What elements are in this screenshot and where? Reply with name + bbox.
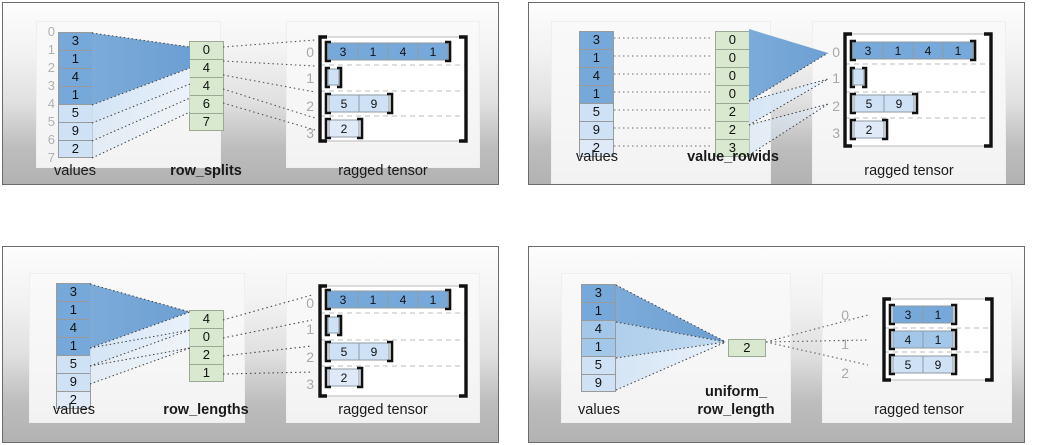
value-cell: 4 <box>579 67 614 85</box>
panel-row-splits: 0 1 2 3 4 5 6 7 3 1 4 1 5 9 2 0 4 4 6 7 <box>2 2 499 185</box>
value-cell: 1 <box>581 302 616 320</box>
row-index: 0 <box>841 307 849 323</box>
tensor-label-row-splits: ragged tensor <box>338 163 428 179</box>
row-index: 0 <box>306 44 314 60</box>
values-label-uniform-row-length: values <box>578 402 620 418</box>
partition-cell: 2 <box>715 103 750 121</box>
ragged-row-indices-uniform-row-length: 0 1 2 <box>835 308 849 394</box>
partition-label-uniform-row-length: uniform_ row_length <box>697 384 775 418</box>
values-stack-row-splits: 3 1 4 1 5 9 2 <box>58 32 93 158</box>
tensor-label-uniform-row-length: ragged tensor <box>874 402 964 418</box>
partition-cell: 0 <box>715 85 750 103</box>
row-index: 3 <box>306 125 314 141</box>
card-tensor-row-lengths <box>286 273 480 423</box>
tick-1: 1 <box>47 42 55 57</box>
value-cell: 3 <box>581 284 616 302</box>
value-cell: 3 <box>56 283 91 301</box>
row-index: 1 <box>306 321 314 337</box>
values-label-row-lengths: values <box>53 402 95 418</box>
value-cell: 1 <box>579 49 614 67</box>
value-cell: 2 <box>56 391 91 409</box>
partition-cell: 2 <box>715 121 750 139</box>
panel-uniform-row-length: 3 1 4 1 5 9 2 0 1 2 values uniform_ row_… <box>528 246 1025 443</box>
tick-0: 0 <box>47 24 55 39</box>
tick-6: 6 <box>47 132 55 147</box>
row-index: 1 <box>832 70 840 86</box>
tick-3: 3 <box>47 78 55 93</box>
value-cell: 1 <box>56 337 91 355</box>
card-tensor-uniform-row-length <box>822 273 1012 423</box>
values-label-value-rowids: values <box>576 149 618 165</box>
values-stack-row-lengths: 3 1 4 1 5 9 2 <box>56 283 91 409</box>
partition-label-value-rowids: value_rowids <box>687 149 779 165</box>
tensor-label-value-rowids: ragged tensor <box>864 163 954 179</box>
card-tensor-value-rowids <box>812 21 1006 184</box>
panel-row-lengths: 3 1 4 1 5 9 2 4 0 2 1 0 1 2 3 values row… <box>2 246 499 443</box>
partition-label-row-lengths: row_lengths <box>163 402 249 418</box>
row-index: 2 <box>306 349 314 365</box>
partition-cell: 2 <box>189 346 224 364</box>
partition-cell: 0 <box>715 49 750 67</box>
value-cell: 3 <box>58 32 93 50</box>
ragged-row-indices-row-splits: 0 1 2 3 <box>300 45 314 152</box>
value-cell: 5 <box>579 103 614 121</box>
tick-5: 5 <box>47 114 55 129</box>
partition-stack-row-splits: 0 4 4 6 7 <box>189 41 224 131</box>
partition-cell: 0 <box>715 67 750 85</box>
partition-cell: 4 <box>189 59 224 77</box>
values-stack-value-rowids: 3 1 4 1 5 9 2 <box>579 31 614 157</box>
row-index: 2 <box>306 98 314 114</box>
card-tensor-row-splits <box>286 21 480 168</box>
tensor-label-row-lengths: ragged tensor <box>338 402 428 418</box>
value-cell: 9 <box>58 122 93 140</box>
value-cell: 2 <box>579 139 614 157</box>
row-index: 0 <box>832 44 840 60</box>
value-cell: 3 <box>579 31 614 49</box>
panel-value-rowids: 3 1 4 1 5 9 2 0 0 0 0 2 2 3 0 1 2 3 valu… <box>528 2 1025 185</box>
partition-stack-uniform-row-length: 2 <box>728 339 766 357</box>
row-index: 3 <box>306 376 314 392</box>
value-cell: 9 <box>56 373 91 391</box>
ragged-row-indices-row-lengths: 0 1 2 3 <box>300 296 314 403</box>
row-index: 2 <box>841 365 849 381</box>
partition-cell: 7 <box>189 113 224 131</box>
partition-stack-value-rowids: 0 0 0 0 2 2 3 <box>715 31 750 157</box>
partition-cell: 1 <box>189 364 224 382</box>
partition-cell: 2 <box>728 339 766 357</box>
tick-7: 7 <box>47 150 55 165</box>
value-cell: 1 <box>579 85 614 103</box>
partition-cell: 0 <box>189 328 224 346</box>
value-cell: 1 <box>58 86 93 104</box>
row-index: 0 <box>306 295 314 311</box>
partition-cell: 6 <box>189 95 224 113</box>
value-cell: 4 <box>58 68 93 86</box>
row-index: 2 <box>832 98 840 114</box>
partition-cell: 4 <box>189 77 224 95</box>
value-cell: 2 <box>58 140 93 158</box>
value-cell: 9 <box>581 374 616 392</box>
partition-label-row-splits: row_splits <box>170 163 242 179</box>
value-cell: 5 <box>58 104 93 122</box>
tick-4: 4 <box>47 96 55 111</box>
value-cell: 5 <box>581 356 616 374</box>
value-cell: 4 <box>56 319 91 337</box>
partition-cell: 4 <box>189 310 224 328</box>
ragged-row-indices-value-rowids: 0 1 2 3 <box>826 45 840 152</box>
value-index-ticks-row-splits: 0 1 2 3 4 5 6 7 <box>39 25 55 169</box>
partition-cell: 0 <box>189 41 224 59</box>
value-cell: 1 <box>58 50 93 68</box>
value-cell: 5 <box>56 355 91 373</box>
tick-2: 2 <box>47 60 55 75</box>
values-stack-uniform-row-length: 3 1 4 1 5 9 <box>581 284 616 392</box>
values-label-row-splits: values <box>54 163 96 179</box>
value-cell: 1 <box>581 338 616 356</box>
row-index: 1 <box>841 336 849 352</box>
partition-cell: 0 <box>715 31 750 49</box>
value-cell: 9 <box>579 121 614 139</box>
value-cell: 1 <box>56 301 91 319</box>
partition-stack-row-lengths: 4 0 2 1 <box>189 310 224 382</box>
row-index: 1 <box>306 70 314 86</box>
row-index: 3 <box>832 125 840 141</box>
value-cell: 4 <box>581 320 616 338</box>
